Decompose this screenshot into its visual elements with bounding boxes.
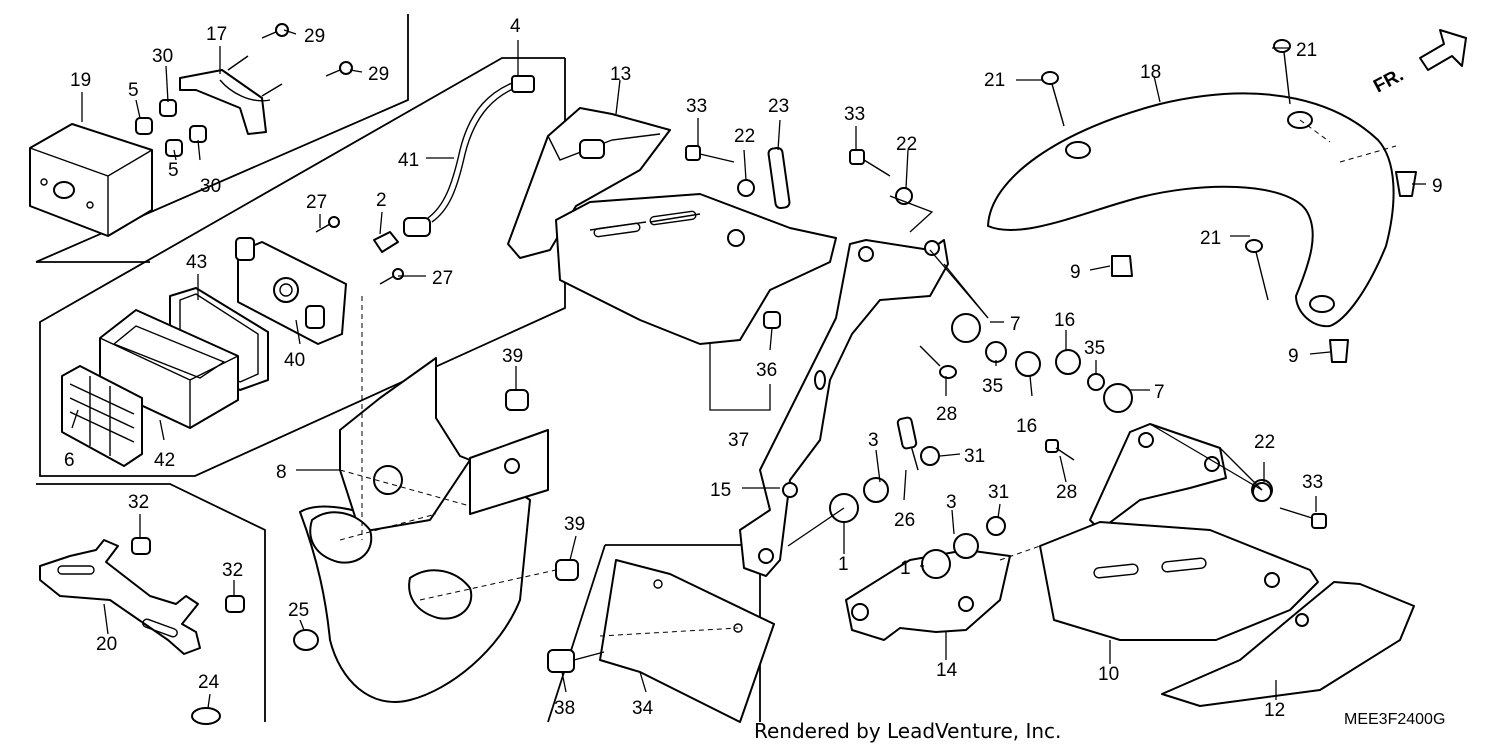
callout-1-bottom: 1 [900,558,911,579]
callout-18: 18 [1140,62,1161,83]
callout-33-c: 33 [1302,472,1323,493]
callout-10: 10 [1098,664,1119,685]
fr-label: FR. [1370,65,1407,98]
callout-25: 25 [288,600,309,621]
screws-29-5-30 [135,23,353,157]
reflector-part[interactable] [61,365,143,467]
callout-12: 12 [1264,700,1285,721]
callout-31-top: 31 [964,446,985,467]
callout-4: 4 [510,16,521,37]
callout-19: 19 [70,70,91,91]
callout-21-right: 21 [1296,40,1317,61]
callout-29-top: 29 [304,26,325,47]
side-strip-part[interactable] [1161,581,1415,707]
callout-23: 23 [768,96,789,117]
callout-31-bottom: 31 [988,482,1009,503]
callout-43: 43 [186,252,207,273]
callout-34: 34 [632,698,654,719]
license-light-cover-part[interactable] [29,123,153,237]
callout-40: 40 [284,350,305,371]
callout-20: 20 [96,634,117,655]
callout-32-top: 32 [128,492,149,513]
callout-35-right: 35 [1084,338,1105,359]
callout-2: 2 [376,190,387,211]
callout-38: 38 [554,698,575,719]
callout-labels: 19 17 29 29 30 5 5 30 4 41 2 27 27 43 40… [64,16,1443,721]
callout-9-bottom: 9 [1288,346,1299,367]
callout-27-mid: 27 [432,268,453,289]
front-direction-arrow: FR. [1370,29,1467,98]
callout-7-bottom: 7 [1154,382,1165,403]
callout-22-a: 22 [734,126,755,147]
callout-16-top: 16 [1054,310,1075,331]
assembly-lines [339,195,1263,601]
callout-5-top: 5 [128,80,139,101]
callout-7-top: 7 [1010,314,1021,335]
callout-33-a: 33 [686,96,707,117]
callout-36: 36 [756,360,777,381]
callout-3-bottom: 3 [946,492,957,513]
callout-22-b: 22 [896,134,917,155]
callout-22-c: 22 [1254,432,1275,453]
callout-35-left: 35 [982,376,1003,397]
callout-6: 6 [64,450,75,471]
callout-9-right: 9 [1432,176,1443,197]
callout-16-bottom: 16 [1016,416,1037,437]
callout-17: 17 [206,24,227,45]
callout-9-left: 9 [1070,262,1081,283]
callout-39-top: 39 [502,346,523,367]
callout-26: 26 [894,510,915,531]
plate-bracket-part[interactable] [599,559,775,723]
callout-30-top: 30 [152,46,173,67]
callout-3-top: 3 [868,430,879,451]
plate-bolt-part[interactable] [547,649,605,673]
socket-plate-part[interactable] [235,237,347,345]
reflector-bracket-part[interactable] [39,539,201,655]
callout-21-left: 21 [984,70,1005,91]
callout-41: 41 [398,150,419,171]
callout-1-top: 1 [838,554,849,575]
callout-21-bottom: 21 [1200,228,1221,249]
callout-15: 15 [710,480,731,501]
diagram-code: MEE3F2400G [1344,711,1445,728]
callout-30-bottom: 30 [200,176,221,197]
lower-bracket-part[interactable] [845,423,1227,641]
callout-33-b: 33 [844,104,865,125]
rear-stay-part[interactable] [739,239,949,577]
callout-8: 8 [276,462,287,483]
render-credit: Rendered by LeadVenture, Inc. [754,719,1061,743]
harness-part[interactable] [373,75,535,253]
callout-5-bottom: 5 [168,160,179,181]
callout-27-top: 27 [306,192,327,213]
callout-28-top: 28 [936,404,957,425]
callout-14: 14 [936,660,958,681]
side-cover-part[interactable] [1039,521,1319,641]
callout-37: 37 [728,430,749,451]
callout-39-bottom: 39 [564,514,585,535]
callout-32-bottom: 32 [222,560,243,581]
light-bracket-part[interactable] [179,55,283,135]
rear-fender-part[interactable] [987,92,1397,328]
callout-42: 42 [154,450,175,471]
callout-29-mid: 29 [368,64,389,85]
callout-13: 13 [610,64,631,85]
callout-leaders [71,29,1426,709]
inner-fender-part[interactable] [555,193,837,345]
rear-cover-part[interactable] [507,107,671,259]
callout-28-bottom: 28 [1056,482,1077,503]
lower-fender-part[interactable] [299,357,549,703]
callout-24: 24 [198,672,220,693]
